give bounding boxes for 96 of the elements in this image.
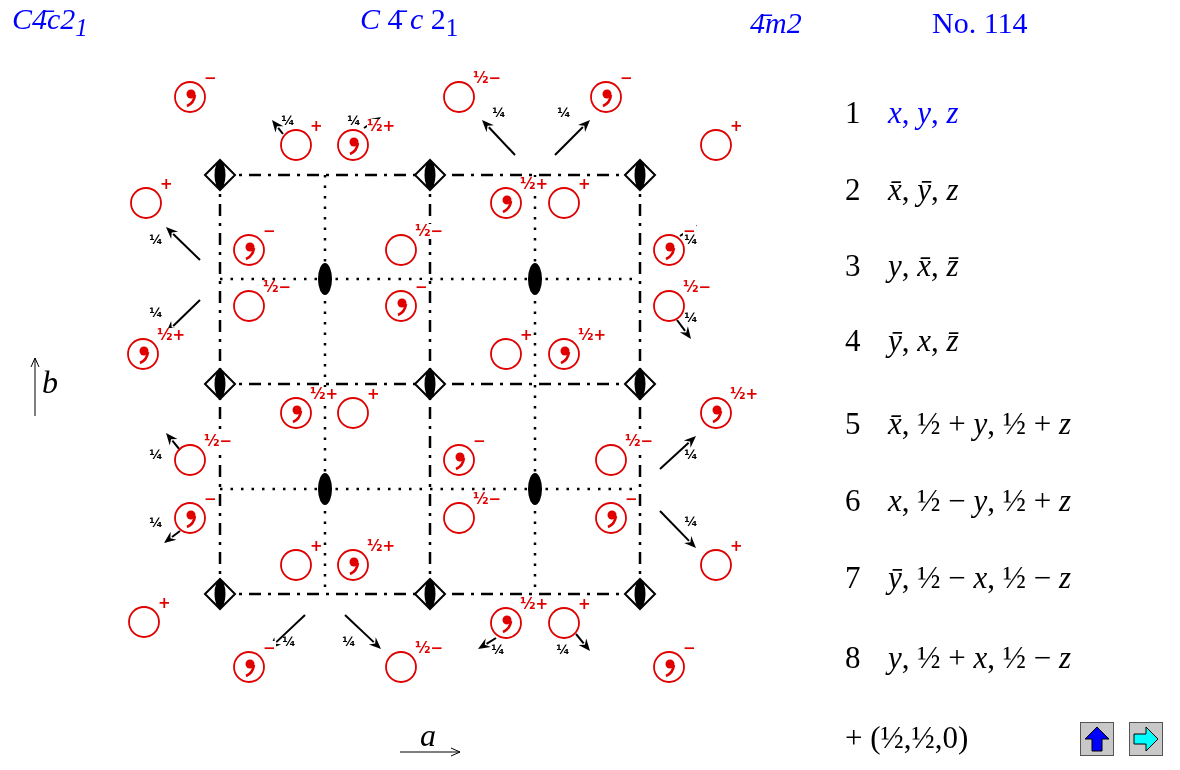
operation-number: 1 (845, 95, 861, 131)
height-sign: + (730, 539, 743, 554)
height-fraction: ¼ (684, 514, 698, 530)
position-circle (548, 338, 580, 370)
height-sign: ½− (263, 280, 292, 295)
height-sign: ½− (415, 224, 444, 239)
position-circle (548, 607, 580, 639)
height-fraction: ¼ (282, 634, 296, 650)
height-sign: + (158, 596, 171, 611)
axis-label: a (420, 718, 436, 754)
position-circle (128, 606, 160, 638)
operation-number: 7 (845, 560, 861, 596)
position-circle (700, 549, 732, 581)
height-sign: ½− (204, 434, 233, 449)
height-fraction: ¼ (342, 634, 356, 650)
position-circle (174, 502, 206, 534)
height-sign: ½+ (578, 328, 607, 343)
position-circle (548, 187, 580, 219)
position-circle (280, 129, 312, 161)
position-circle (385, 290, 417, 322)
position-circle (590, 81, 622, 113)
height-sign: ½+ (730, 387, 759, 402)
operation-number: 3 (845, 248, 861, 284)
height-sign: + (578, 177, 591, 192)
coordinate-triplet: x, ½ − y, ½ + z (888, 483, 1072, 519)
position-circle (700, 129, 732, 161)
height-fraction: ¼ (149, 515, 163, 531)
height-fraction: ¼ (149, 232, 163, 248)
position-circle (233, 234, 265, 266)
height-sign: ½− (473, 492, 502, 507)
height-sign: + (160, 177, 173, 192)
height-fraction: ¼ (347, 113, 361, 129)
height-fraction: ¼ (684, 310, 698, 326)
position-circle (337, 549, 369, 581)
position-circle (174, 444, 206, 476)
position-circle (127, 338, 159, 370)
height-sign: ½+ (310, 387, 339, 402)
position-circle (595, 502, 627, 534)
height-sign: ½+ (367, 539, 396, 554)
position-circle (280, 549, 312, 581)
operation-number: 6 (845, 483, 861, 519)
height-fraction: ¼ (684, 447, 698, 463)
position-circle (337, 129, 369, 161)
height-sign: ½− (415, 641, 444, 656)
height-sign: ½+ (520, 177, 549, 192)
operation-number: 8 (845, 640, 861, 676)
position-circle (490, 187, 522, 219)
height-sign: ½+ (367, 119, 396, 134)
position-circle (490, 338, 522, 370)
height-fraction: ¼ (491, 642, 505, 658)
position-circle (443, 81, 475, 113)
position-circle (233, 651, 265, 683)
height-fraction: ¼ (149, 447, 163, 463)
position-circle (130, 187, 162, 219)
position-circle (653, 651, 685, 683)
height-sign: ½+ (157, 328, 186, 343)
height-fraction: ¼ (557, 105, 571, 121)
position-circle (385, 651, 417, 683)
position-circle (385, 234, 417, 266)
operation-number: 4 (845, 323, 861, 359)
height-sign: + (310, 119, 323, 134)
title-text: C 4̄ c 2$_{1}$ (360, 2, 459, 42)
position-circle (280, 397, 312, 429)
height-sign: ½− (683, 280, 712, 295)
position-circle (174, 81, 206, 113)
title-text: 4̄m2 (750, 5, 802, 39)
position-circle (443, 502, 475, 534)
height-sign: + (367, 387, 380, 402)
operation-number: 2 (845, 172, 861, 208)
height-sign: ½− (473, 71, 502, 86)
coordinate-triplet: x, y, z (888, 95, 959, 131)
position-circle (233, 290, 265, 322)
position-circle (337, 397, 369, 429)
height-sign: + (520, 328, 533, 343)
position-circle (653, 290, 685, 322)
position-circle (595, 444, 627, 476)
title-text: C4̄c2$_{1}$ (12, 2, 88, 42)
coordinate-triplet: x̄, ½ + y, ½ + z (888, 406, 1072, 442)
height-sign: + (730, 119, 743, 134)
operation-number: 5 (845, 406, 861, 442)
title-text: No. 114 (932, 5, 1028, 39)
height-sign: + (578, 597, 591, 612)
height-fraction: ¼ (281, 113, 295, 129)
axis-label: b (42, 365, 58, 401)
position-circle (490, 607, 522, 639)
centring-translation: + (½,½,0) (845, 720, 969, 756)
position-circle (653, 234, 685, 266)
height-sign: ½+ (520, 597, 549, 612)
height-fraction: ¼ (492, 105, 506, 121)
height-fraction: ¼ (556, 642, 570, 658)
height-sign: + (310, 539, 323, 554)
height-fraction: ¼ (149, 305, 163, 321)
position-circle (443, 444, 475, 476)
position-circle (700, 397, 732, 429)
height-sign: ½− (625, 434, 654, 449)
coordinate-triplet: x̄, ȳ, z (888, 172, 959, 208)
